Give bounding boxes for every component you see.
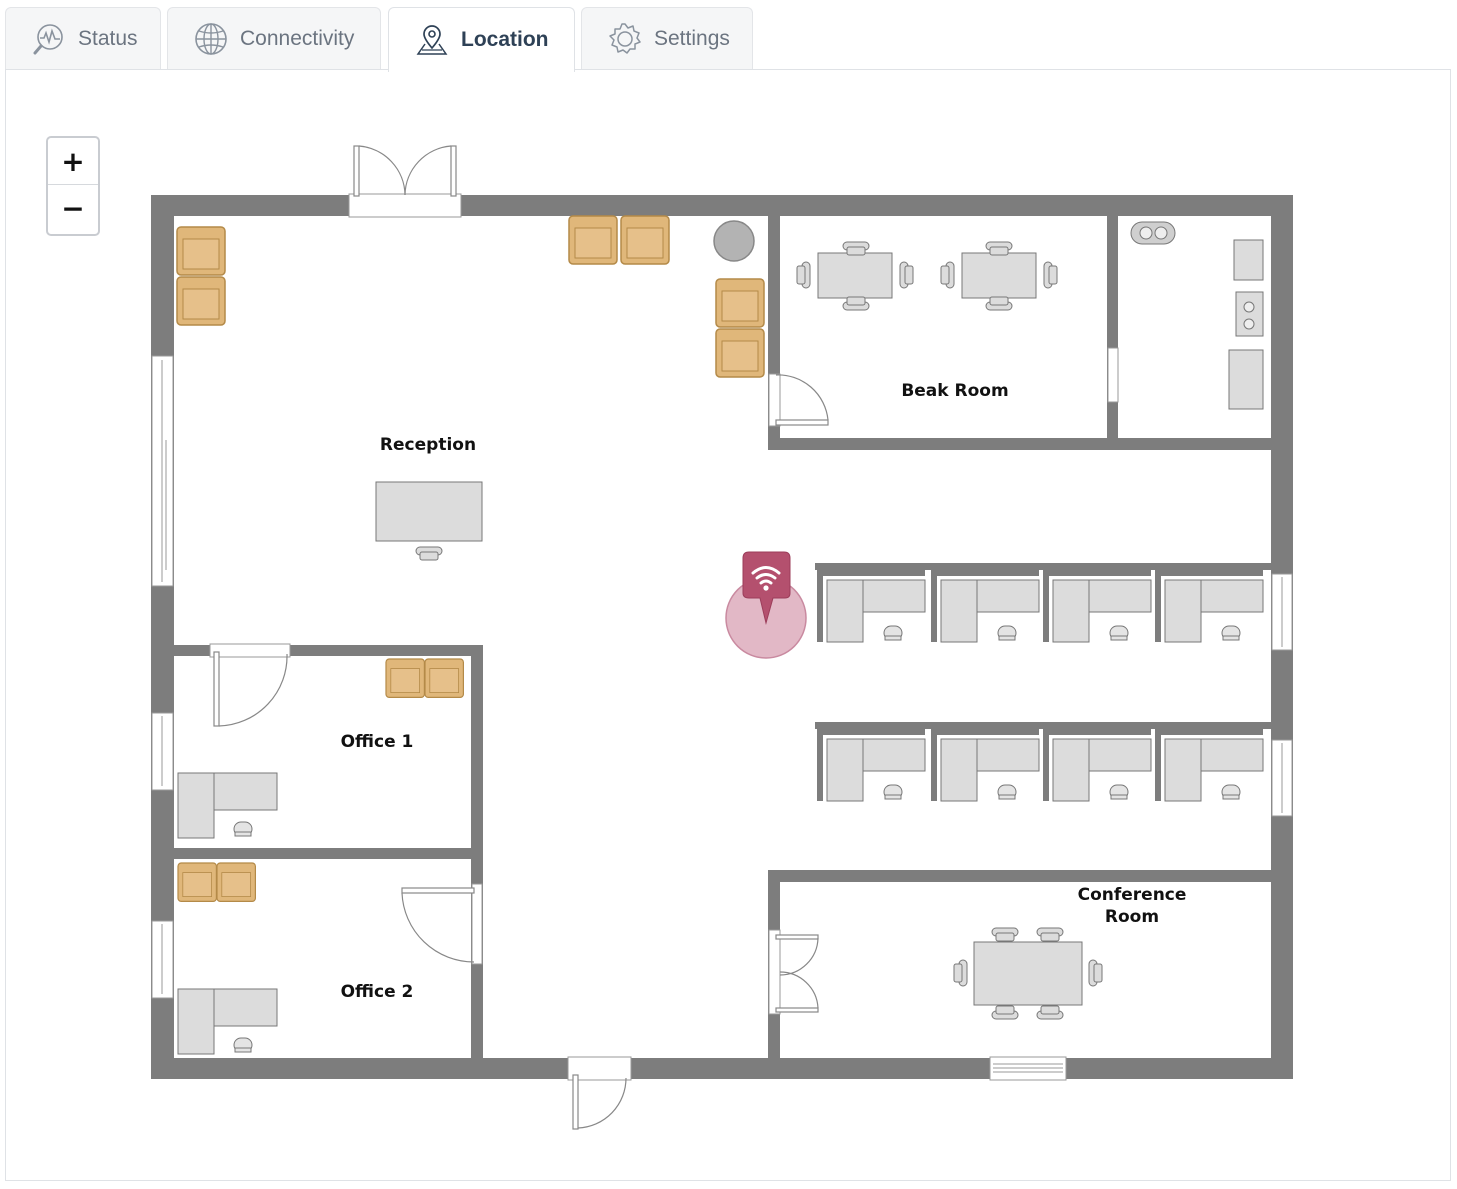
room-label-conference: Conference Room <box>1062 884 1202 928</box>
cubicles-row-2 <box>817 729 1263 801</box>
room-label-office1: Office 1 <box>340 732 414 752</box>
tab-bar: Status Connectivity Location Settings <box>0 0 1457 72</box>
wifi-icon <box>751 566 781 585</box>
map-pin-icon <box>415 23 449 57</box>
window-lines <box>161 360 1283 1073</box>
tab-settings[interactable]: Settings <box>581 7 753 70</box>
break-room-tables <box>796 241 1058 311</box>
globe-icon <box>194 22 228 56</box>
zoom-control: + − <box>46 136 100 236</box>
office2-furniture <box>177 862 278 1055</box>
tab-connectivity-label: Connectivity <box>240 27 355 50</box>
doors <box>213 145 829 1130</box>
reception-desk <box>375 481 483 542</box>
zoom-in-button[interactable]: + <box>48 138 98 185</box>
room-label-office2: Office 2 <box>340 982 414 1002</box>
tab-connectivity[interactable]: Connectivity <box>167 7 381 70</box>
tab-settings-label: Settings <box>654 27 730 50</box>
reception-sofa-left <box>176 226 226 326</box>
room-label-reception: Reception <box>379 435 477 455</box>
reception-chair <box>415 546 443 561</box>
zoom-out-button[interactable]: − <box>48 185 98 232</box>
tab-location[interactable]: Location <box>388 7 575 72</box>
tab-location-label: Location <box>461 28 549 51</box>
plant-pot <box>713 220 755 262</box>
room-label-conference-line1: Conference <box>1077 885 1187 905</box>
reception-sofa-top <box>568 215 670 265</box>
status-chart-icon <box>32 22 66 56</box>
tab-status[interactable]: Status <box>5 7 161 70</box>
kitchen-appliances <box>1130 221 1264 410</box>
device-location-marker[interactable] <box>725 551 809 661</box>
conference-table <box>953 927 1103 1020</box>
cubicles-row-1 <box>817 570 1263 642</box>
gear-icon <box>608 22 642 56</box>
office1-furniture <box>177 658 464 839</box>
room-label-conference-line2: Room <box>1104 907 1160 927</box>
tab-status-label: Status <box>78 27 138 50</box>
room-label-break-room: Beak Room <box>901 381 1009 401</box>
reception-sofa-right <box>715 278 765 378</box>
